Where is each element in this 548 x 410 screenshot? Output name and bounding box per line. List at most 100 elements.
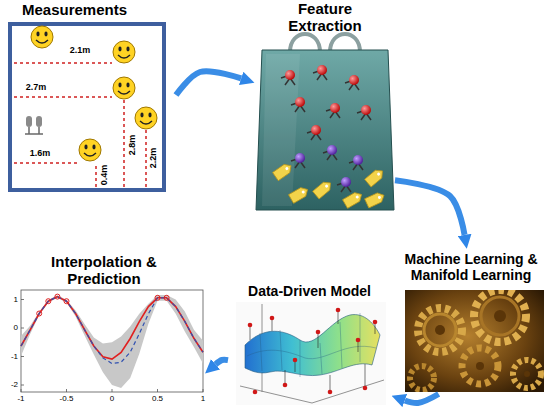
distance-line-part [145, 130, 147, 188]
surface-plot-part-part [253, 390, 258, 395]
feature-tag-part [313, 179, 334, 199]
gears-image-part-part [418, 308, 462, 352]
feature-molecule-part [291, 153, 305, 168]
axis-tick-label: 0.5 [152, 395, 163, 403]
regression-plot [21, 290, 203, 392]
regression-plot-part-part [164, 295, 169, 300]
regression-plot-part [21, 295, 203, 388]
gears-image [405, 290, 544, 392]
surface-plot-part-part [248, 323, 253, 328]
feature-molecule-part [291, 97, 305, 112]
surface-plot-part-part [283, 383, 288, 388]
feature-tag-part [289, 185, 310, 203]
surface-plot-part-part [316, 330, 321, 335]
feature-molecule [281, 65, 371, 192]
dimension-label: 0.4m [100, 165, 109, 186]
surface-plot-part [247, 313, 376, 377]
axis-tick-label: -0.5 [60, 395, 74, 403]
dimension-label: 2.1m [70, 46, 91, 55]
surface-plot-part [236, 302, 386, 405]
shopping-bag-part [290, 34, 320, 52]
axis-tick-label: 0 [14, 324, 18, 332]
panel-heading: Feature Extraction [273, 1, 377, 35]
gears-image-part-part [424, 314, 456, 346]
gears-image-part [494, 310, 506, 322]
feature-tag [273, 162, 387, 209]
regression-plot-part-part [64, 299, 69, 304]
surface-plot-part-part [247, 346, 376, 358]
distance-line-part [95, 166, 97, 188]
gears-image-part-part [410, 366, 434, 390]
feature-tag-part [365, 191, 386, 208]
axis-tick-label: 1 [14, 296, 18, 304]
surface-plot-part-part [250, 310, 375, 392]
axis-tick-label: 1 [201, 395, 205, 403]
flow-arrow [176, 71, 241, 95]
shopping-bag-part [262, 54, 300, 206]
smiley-person-part [113, 77, 135, 99]
gears-image-part [435, 325, 445, 335]
microphone-icon [25, 116, 43, 134]
smiley-person-part [135, 107, 157, 129]
surface-plot-part [248, 308, 378, 395]
gears-image-part [524, 371, 530, 377]
distance-line [14, 63, 146, 188]
axis-tick-label: -1 [11, 353, 18, 361]
panel-heading: Data-Driven Model [228, 284, 391, 300]
distance-line-part [14, 162, 78, 164]
feature-molecule-part [307, 125, 321, 140]
regression-plot-part [37, 294, 169, 316]
regression-plot-part-part [46, 299, 51, 304]
gears-image-part-part [481, 297, 519, 335]
microphone-icon-part [36, 116, 42, 127]
regression-plot-part [21, 290, 203, 392]
regression-plot-part-part [155, 295, 160, 300]
surface-plot-part [250, 310, 375, 392]
surface-plot-part-part [293, 358, 298, 363]
axis-tick-label: -2 [11, 381, 18, 389]
smiley-person-part [79, 139, 101, 161]
surface-plot-part-part [336, 308, 341, 313]
regression-plot-part-part [37, 311, 42, 316]
flow-arrow [395, 180, 465, 235]
shopping-bag [256, 34, 394, 210]
axis-tick-label: 0 [110, 395, 114, 403]
dimension-label: 2.8m [128, 135, 137, 156]
gears-image-part-part [513, 360, 541, 388]
panel-heading: Machine Learning & Manifold Learning [394, 252, 548, 283]
feature-tag-part [365, 167, 386, 187]
surface-plot-part-part [328, 390, 333, 395]
dimension-label: 2.7m [26, 83, 47, 92]
surface-plot-part-part [356, 338, 361, 343]
smiley-person-part [113, 41, 135, 63]
floor-plan [10, 24, 164, 190]
surface-plot-part-part [270, 316, 275, 321]
surface-plot-part [240, 304, 384, 403]
dimension-label: 1.6m [30, 149, 51, 158]
feature-molecule-part [281, 70, 295, 85]
feature-molecule-part [337, 177, 351, 192]
shopping-bag-part [330, 34, 360, 52]
regression-plot-part [21, 297, 203, 364]
distance-line-part [123, 100, 125, 188]
surface-plot-part-part [363, 386, 368, 391]
panel-heading: Measurements [22, 2, 176, 19]
microphone-icon-part [26, 116, 32, 127]
gears-image-part [410, 290, 541, 390]
flow-arrow [216, 360, 228, 365]
regression-plot-part [21, 300, 203, 393]
feature-molecule-part [323, 145, 337, 160]
gears-image-part-part [474, 290, 526, 342]
learning-panel: Machine Learning & Manifold Learning [394, 248, 548, 394]
feature-molecule-part [345, 75, 359, 90]
surface-plot-part-part [373, 320, 378, 325]
smiley-person-part [31, 26, 53, 48]
panel-heading: Interpolation & Prediction [39, 254, 169, 288]
smiley-person [31, 26, 157, 161]
feature-molecule-part [349, 155, 363, 170]
floor-plan-part [10, 24, 164, 190]
prediction-panel: Interpolation & Prediction [4, 252, 204, 404]
